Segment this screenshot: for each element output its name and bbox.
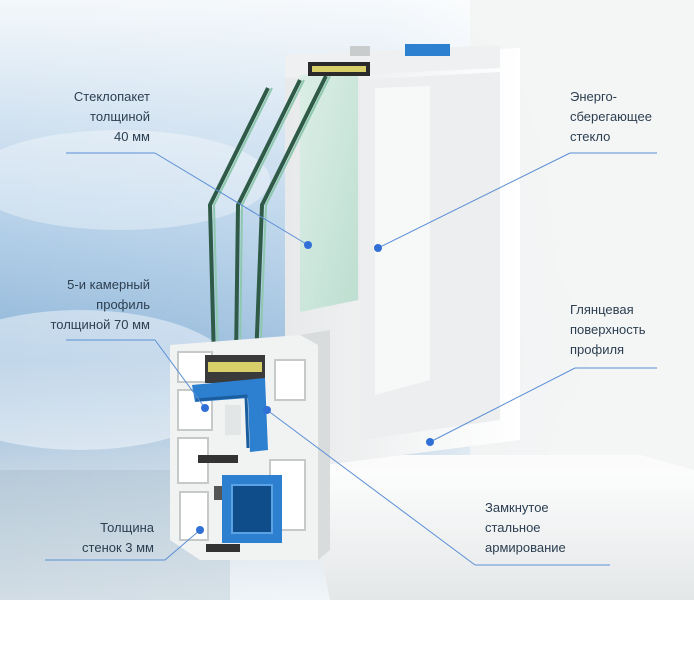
marker-chamber-profile [201, 404, 209, 412]
callout-steel-reinforcement: Замкнутое стальное армирование [485, 500, 566, 555]
marker-glossy-surface [426, 438, 434, 446]
glass-pane-edges [207, 75, 328, 361]
window-sill [300, 455, 694, 600]
callout-energy-glass: Энерго- сберегающее стекло [570, 89, 652, 144]
callout-chamber-profile: 5-и камерный профиль толщиной 70 мм [50, 277, 150, 332]
marker-energy-glass [374, 244, 382, 252]
window-section-drawing [0, 0, 694, 600]
marker-glass-unit [304, 241, 312, 249]
marker-steel-reinforcement [263, 406, 271, 414]
reinforcement-upper [192, 378, 268, 452]
leader-lines [45, 152, 657, 566]
callout-wall-thickness: Толщина стенок 3 мм [82, 520, 154, 555]
callout-glass-unit: Стеклопакет толщиной 40 мм [73, 89, 150, 144]
glass-unit [300, 72, 358, 312]
window-cross-section-illustration: Стеклопакет толщиной 40 мм Энерго- сбере… [0, 0, 694, 600]
callout-glossy-surface: Глянцевая поверхность профиля [570, 302, 646, 357]
top-reinforcement [405, 44, 450, 56]
marker-wall-thickness [196, 526, 204, 534]
